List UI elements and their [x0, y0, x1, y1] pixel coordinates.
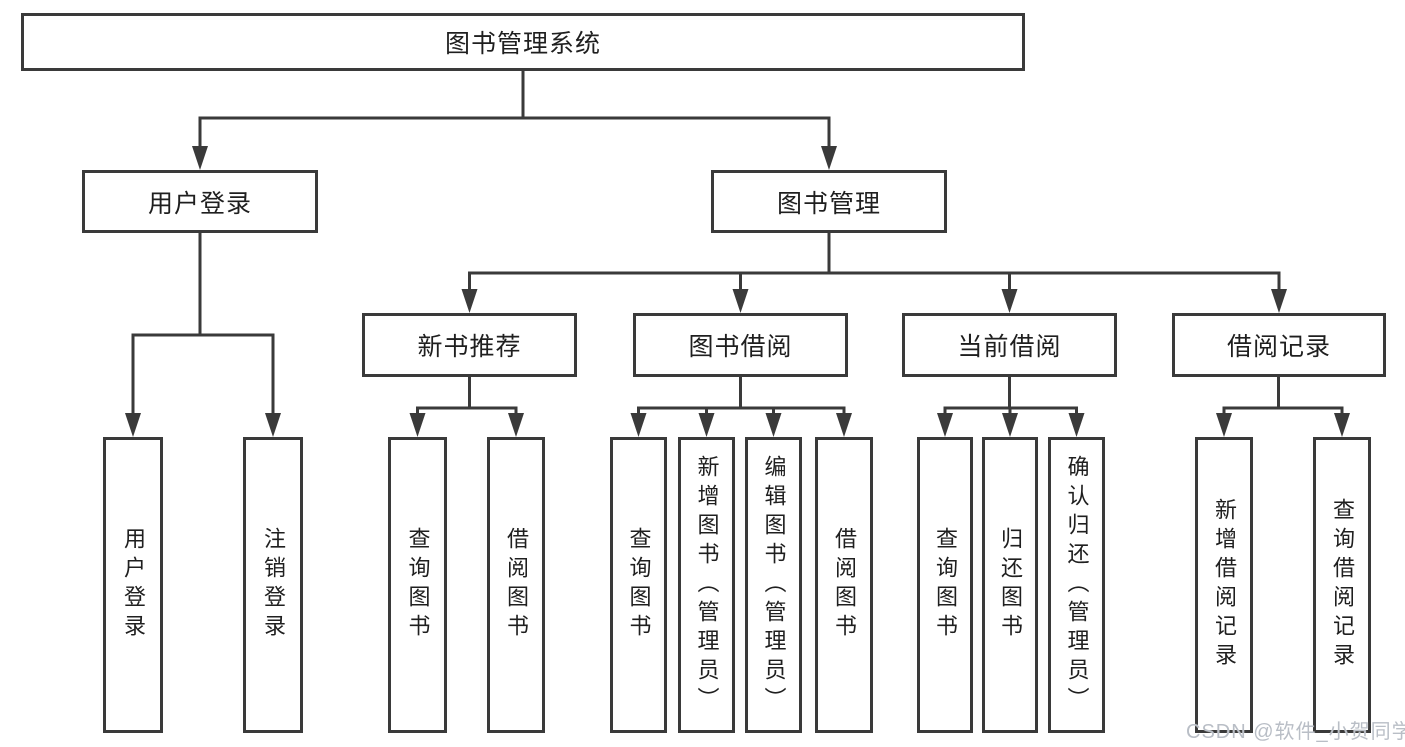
leaf-borrow-borrow-books: 借阅图书 [815, 437, 873, 733]
connector-new-book-recommend-to-leaves [409, 377, 524, 437]
leaf-label: 查询图书 [626, 527, 652, 643]
leaf-label: 确认归还（管理员） [1064, 454, 1090, 716]
leaf-recommend-query-books: 查询图书 [388, 437, 447, 733]
leaf-borrow-edit-books-admin: 编辑图书（管理员） [745, 437, 802, 733]
node-label: 借阅记录 [1226, 333, 1331, 361]
node-label: 当前借阅 [957, 333, 1062, 361]
leaf-label: 编辑图书（管理员） [761, 454, 787, 716]
node-new-book-recommend: 新书推荐 [362, 313, 577, 377]
csdn-watermark: CSDN @软件_小贺同学 [1186, 721, 1405, 743]
leaf-recommend-borrow-books: 借阅图书 [487, 437, 545, 733]
leaf-borrow-query-books: 查询图书 [610, 437, 667, 733]
leaf-borrow-add-books-admin: 新增图书（管理员） [678, 437, 735, 733]
connector-user-login-to-leaves [125, 233, 281, 437]
leaf-current-confirm-return-admin: 确认归还（管理员） [1048, 437, 1105, 733]
node-book-management: 图书管理 [711, 170, 947, 233]
node-label: 新书推荐 [417, 333, 522, 361]
node-label: 图书借阅 [688, 333, 793, 361]
connector-borrow-records-to-leaves [1216, 377, 1350, 437]
leaf-records-add-borrow-record: 新增借阅记录 [1195, 437, 1253, 733]
connector-book-management-to-level3 [461, 233, 1287, 313]
leaf-login-logout: 注销登录 [243, 437, 303, 733]
leaf-label: 归还图书 [998, 527, 1023, 643]
leaf-current-query-books: 查询图书 [917, 437, 973, 733]
node-label: 用户登录 [147, 189, 252, 218]
leaf-label: 注销登录 [261, 527, 286, 643]
leaf-current-return-books: 归还图书 [982, 437, 1038, 733]
node-borrow-records: 借阅记录 [1172, 313, 1386, 377]
leaf-label: 新增借阅记录 [1212, 498, 1237, 672]
leaf-label: 借阅图书 [832, 527, 857, 643]
leaf-records-query-borrow-record: 查询借阅记录 [1313, 437, 1371, 733]
leaf-label: 借阅图书 [504, 527, 529, 643]
connector-current-borrow-to-leaves [937, 377, 1085, 437]
connector-book-borrow-to-leaves [630, 377, 852, 437]
leaf-label: 查询借阅记录 [1330, 498, 1355, 672]
node-book-borrow: 图书借阅 [633, 313, 848, 377]
node-label: 图书管理系统 [444, 30, 601, 58]
node-current-borrow: 当前借阅 [902, 313, 1117, 377]
leaf-label: 新增图书（管理员） [694, 454, 720, 716]
node-user-login: 用户登录 [82, 170, 318, 233]
node-root-library-management-system: 图书管理系统 [21, 13, 1025, 71]
leaf-label: 用户登录 [121, 527, 146, 643]
leaf-login-user-login: 用户登录 [103, 437, 163, 733]
node-label: 图书管理 [776, 189, 881, 218]
leaf-label: 查询图书 [405, 527, 431, 643]
connector-root-to-level2 [192, 70, 837, 170]
leaf-label: 查询图书 [933, 527, 958, 643]
